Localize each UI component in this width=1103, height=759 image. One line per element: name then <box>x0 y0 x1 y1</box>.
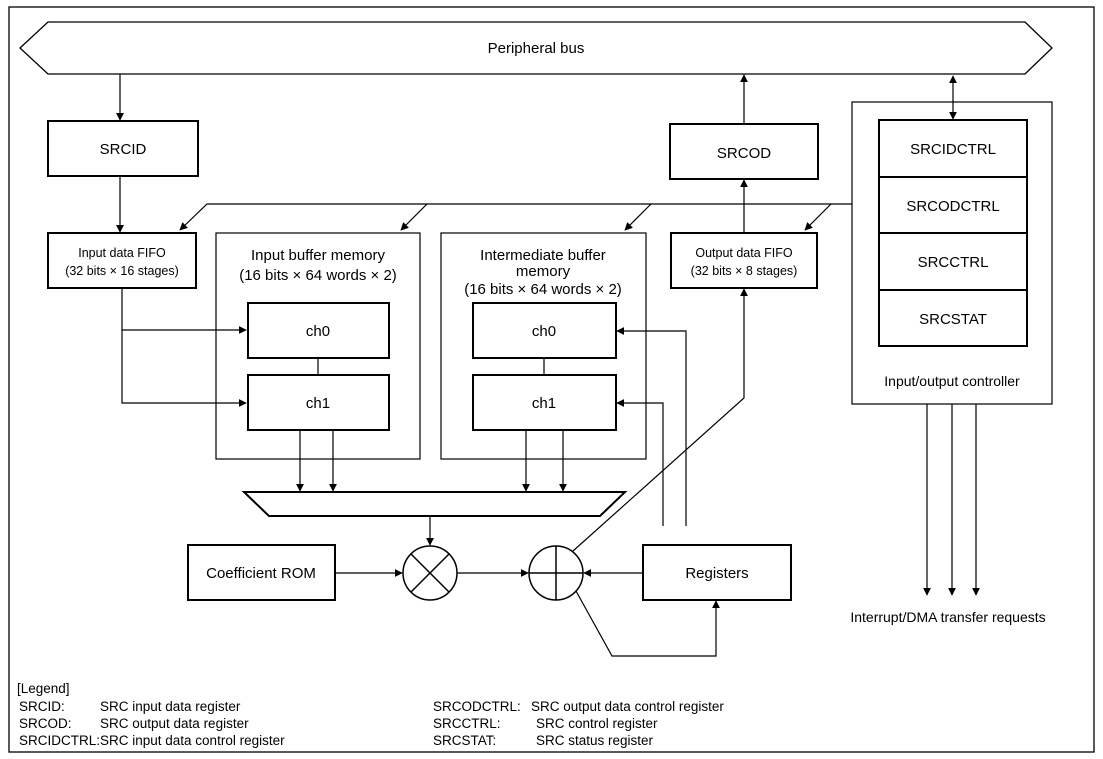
legend-desc-srcctrl: SRC control register <box>536 716 658 731</box>
registers-label: Registers <box>685 565 748 582</box>
legend-abbr-srcctrl: SRCCTRL: <box>433 716 501 731</box>
intermediate-buffer-label-1: Intermediate buffer <box>480 247 606 264</box>
io-register-srcodctrl: SRCODCTRL <box>906 198 999 215</box>
legend-desc-srcidctrl: SRC input data control register <box>100 733 285 748</box>
intermediate-buffer-label-3: (16 bits × 64 words × 2) <box>464 281 622 298</box>
srcid-label: SRCID <box>100 141 147 158</box>
intermediate-buffer-ch1-label: ch1 <box>532 395 556 412</box>
legend-abbr-srcodctrl: SRCODCTRL: <box>433 699 521 714</box>
connections <box>116 74 980 657</box>
legend-abbr-srcid: SRCID: <box>19 699 65 714</box>
legend-desc-srcid: SRC input data register <box>100 699 241 714</box>
input-fifo-block <box>47 232 197 289</box>
legend-abbr-srcod: SRCOD: <box>19 716 72 731</box>
selector <box>241 491 628 517</box>
io-register-srcctrl: SRCCTRL <box>918 254 989 271</box>
input-buffer-label-1: Input buffer memory <box>251 247 385 264</box>
input-buffer-ch1-label: ch1 <box>306 395 330 412</box>
output-fifo-label-2: (32 bits × 8 stages) <box>691 264 798 278</box>
intermediate-buffer-label-2: memory <box>516 263 571 280</box>
legend-desc-srcod: SRC output data register <box>100 716 249 731</box>
peripheral-bus-label: Peripheral bus <box>488 40 585 57</box>
io-register-srcstat: SRCSTAT <box>919 311 987 328</box>
input-buffer-label-2: (16 bits × 64 words × 2) <box>239 267 397 284</box>
input-fifo-label-2: (32 bits × 16 stages) <box>65 264 179 278</box>
io-controller-label: Input/output controller <box>884 373 1020 389</box>
input-buffer-ch0-label: ch0 <box>306 323 330 340</box>
requests-label: Interrupt/DMA transfer requests <box>850 609 1045 625</box>
output-fifo-label-1: Output data FIFO <box>695 246 793 260</box>
peripheral-bus <box>19 21 1053 75</box>
legend-abbr-srcstat: SRCSTAT: <box>433 733 496 748</box>
input-buffer-memory <box>215 232 421 460</box>
adder <box>528 545 584 601</box>
output-fifo-block <box>670 232 818 289</box>
multiplier <box>402 545 458 601</box>
legend-title: [Legend] <box>17 681 70 696</box>
intermediate-buffer-ch0-label: ch0 <box>532 323 556 340</box>
legend: [Legend] SRCID: SRC input data register … <box>17 681 724 748</box>
srcod-label: SRCOD <box>717 145 771 162</box>
legend-desc-srcodctrl: SRC output data control register <box>531 699 724 714</box>
diagram-frame <box>8 6 1095 753</box>
input-fifo-label-1: Input data FIFO <box>78 246 166 260</box>
intermediate-buffer-memory <box>440 232 647 460</box>
coefficient-rom-label: Coefficient ROM <box>206 565 316 582</box>
srcid-block <box>47 120 199 177</box>
legend-abbr-srcidctrl: SRCIDCTRL: <box>19 733 100 748</box>
legend-desc-srcstat: SRC status register <box>536 733 654 748</box>
io-register-srcidctrl: SRCIDCTRL <box>910 141 996 158</box>
